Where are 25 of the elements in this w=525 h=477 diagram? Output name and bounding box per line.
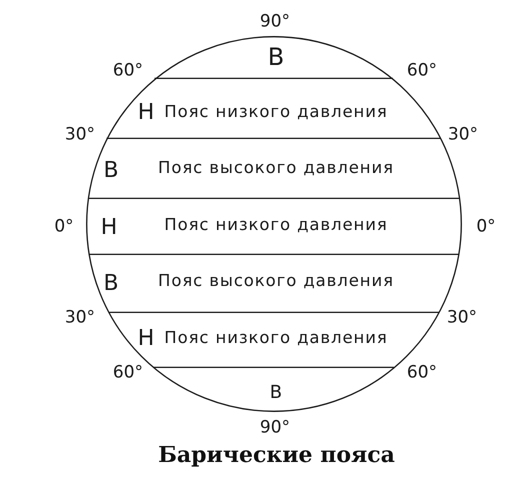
pressure-letter: В (103, 273, 119, 295)
latitude-label: 30° (446, 310, 478, 326)
pressure-letter: В (270, 384, 282, 402)
latitude-label: 30° (64, 310, 96, 326)
latitude-label: 30° (448, 126, 478, 144)
latitude-label: 0° (54, 218, 74, 236)
latitude-label: 90° (260, 420, 290, 436)
belt-name: Пояс низкого давления (164, 330, 388, 346)
belt-name: Пояс высокого давления (158, 160, 394, 176)
pressure-letter: Н (138, 102, 154, 124)
latitude-label: 60° (112, 364, 144, 382)
pressure-letter: В (268, 45, 284, 69)
latitude-label: 60° (406, 364, 438, 382)
pressure-letter: Н (100, 217, 118, 239)
diagram-title: Барические пояса (158, 444, 395, 466)
latitude-label: 90° (260, 14, 290, 30)
latitude-label: 0° (476, 218, 496, 236)
belt-name: Пояс низкого давления (164, 104, 388, 120)
latitude-label: 30° (64, 126, 96, 144)
belt-name: Пояс низкого давления (164, 216, 388, 234)
pressure-letter: В (103, 160, 119, 182)
pressure-letter: Н (138, 328, 154, 350)
latitude-label: 60° (406, 62, 438, 80)
belt-name: Пояс высокого давления (158, 272, 394, 290)
latitude-label: 60° (112, 62, 144, 80)
